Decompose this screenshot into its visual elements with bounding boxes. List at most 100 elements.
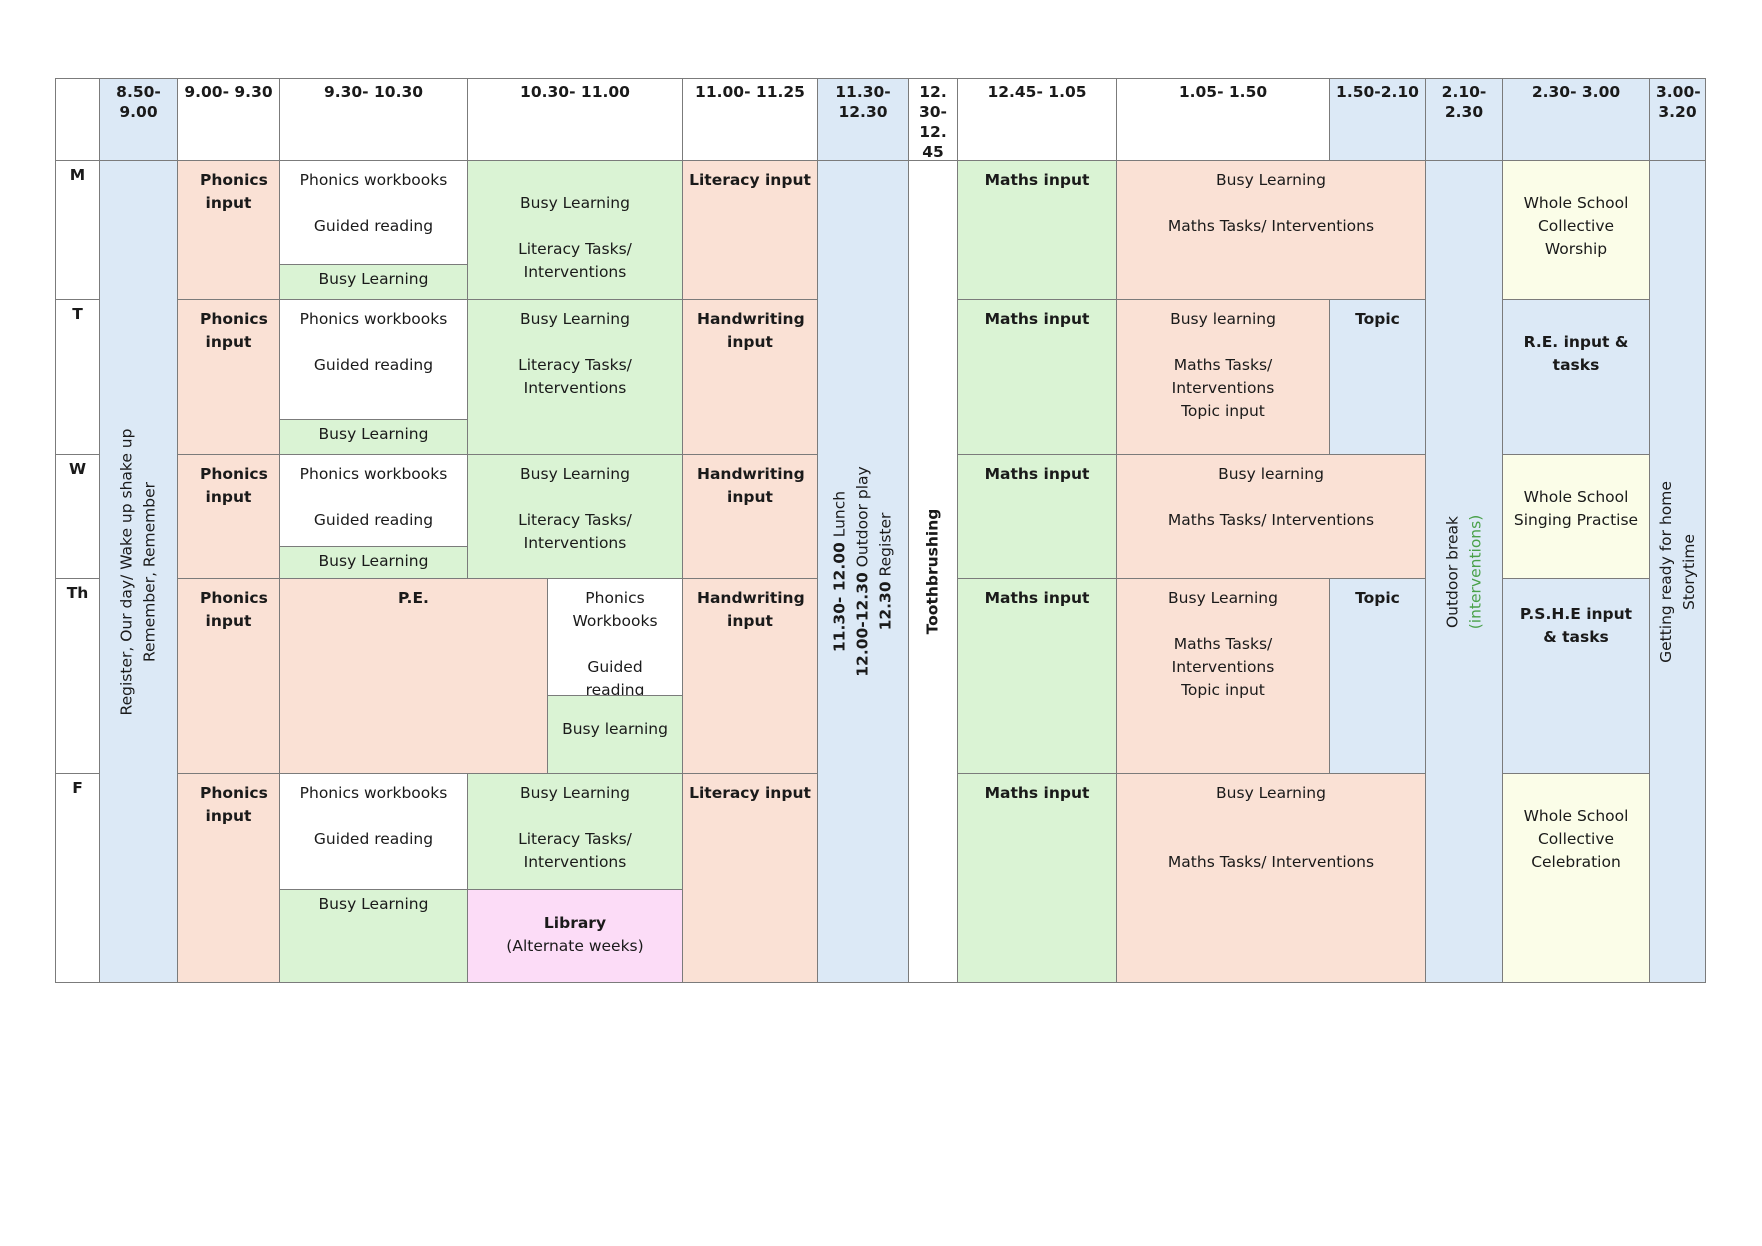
fri-literacy-tasks: Busy Learning Literacy Tasks/ Interventi…: [467, 773, 683, 890]
tue-handwriting-input: Handwriting input: [682, 299, 818, 455]
thu-handwriting-input: Handwriting input: [682, 578, 818, 774]
thu-phonics-input: Phonics input: [177, 578, 280, 774]
header-time-10: 1.50-2.10: [1329, 78, 1426, 161]
wed-phonics-workbooks: Phonics workbooks Guided reading: [279, 454, 468, 547]
header-time-11: 2.10- 2.30: [1425, 78, 1503, 161]
toothbrushing-column: Toothbrushing: [908, 160, 958, 983]
header-corner: [55, 78, 100, 161]
busy-learning-text: Busy Learning: [1216, 784, 1326, 802]
library-text: Library: [543, 914, 607, 932]
lunch-time: 11.30- 12.00: [830, 542, 849, 653]
thu-pshe-input: P.S.H.E input & tasks: [1502, 578, 1650, 774]
busy-learning-text: Busy Learning: [1216, 171, 1326, 189]
phonics-workbooks-text: Phonics Workbooks: [572, 589, 658, 630]
day-label-friday: F: [55, 773, 100, 983]
busy-learning-text: Busy Learning: [520, 310, 630, 328]
literacy-tasks-text: Literacy Tasks/ Interventions: [518, 356, 632, 397]
busy-learning-text: Busy learning: [1170, 310, 1276, 328]
fri-phonics-workbooks: Phonics workbooks Guided reading: [279, 773, 468, 890]
wed-phonics-input: Phonics input: [177, 454, 280, 579]
tue-topic: Topic: [1329, 299, 1426, 455]
wed-busy-learning-am: Busy Learning: [279, 546, 468, 579]
getting-ready-label: Getting ready for home: [1656, 480, 1675, 663]
literacy-tasks-text: Literacy Tasks/ Interventions: [518, 830, 632, 871]
phonics-workbooks-text: Phonics workbooks: [299, 784, 448, 802]
wed-singing-practise: Whole School Singing Practise: [1502, 454, 1650, 579]
thu-phonics-workbooks: Phonics Workbooks Guided reading: [547, 578, 683, 699]
guided-reading-text: Guided reading: [313, 356, 434, 374]
maths-tasks-text: Maths Tasks/ Interventions: [1167, 853, 1375, 871]
fri-busy-learning-am: Busy Learning: [279, 889, 468, 983]
guided-reading-text: Guided reading: [313, 511, 434, 529]
tue-busy-learning-am: Busy Learning: [279, 419, 468, 455]
topic-input-text: Topic input: [1181, 402, 1265, 420]
wed-literacy-tasks: Busy Learning Literacy Tasks/ Interventi…: [467, 454, 683, 579]
maths-tasks-text: Maths Tasks/ Interventions: [1171, 356, 1275, 397]
busy-learning-text: Busy learning: [1218, 465, 1324, 483]
guided-reading-text: Guided reading: [313, 217, 434, 235]
lunch-column: 11.30- 12.00 Lunch 12.00-12.30 Outdoor p…: [817, 160, 909, 983]
wed-maths-input: Maths input: [957, 454, 1117, 579]
wed-handwriting-input: Handwriting input: [682, 454, 818, 579]
mon-collective-worship: Whole School Collective Worship: [1502, 160, 1650, 300]
fri-collective-celebration: Whole School Collective Celebration: [1502, 773, 1650, 983]
topic-input-text: Topic input: [1181, 681, 1265, 699]
busy-learning-text: Busy Learning: [520, 194, 630, 212]
tue-maths-input: Maths input: [957, 299, 1117, 455]
day-label-monday: M: [55, 160, 100, 300]
home-column: Getting ready for home Storytime: [1649, 160, 1706, 983]
mon-maths-input: Maths input: [957, 160, 1117, 300]
outdoor-play-time: 12.00-12.30: [853, 572, 872, 677]
alternate-weeks-text: (Alternate weeks): [506, 937, 644, 955]
header-time-8: 12.45- 1.05: [957, 78, 1117, 161]
tue-maths-tasks: Busy learning Maths Tasks/ Interventions…: [1116, 299, 1330, 455]
tue-literacy-tasks: Busy Learning Literacy Tasks/ Interventi…: [467, 299, 683, 455]
mon-phonics-workbooks: Phonics workbooks Guided reading: [279, 160, 468, 265]
header-time-12: 2.30- 3.00: [1502, 78, 1650, 161]
mon-busy-learning-am: Busy Learning: [279, 264, 468, 300]
outdoor-break-label: Outdoor break: [1443, 515, 1462, 628]
guided-reading-text: Guided reading: [585, 658, 645, 699]
thu-maths-tasks: Busy Learning Maths Tasks/ Interventions…: [1116, 578, 1330, 774]
header-time-2: 9.00- 9.30: [177, 78, 280, 161]
header-time-5: 11.00- 11.25: [682, 78, 818, 161]
register-column: Register, Our day/ Wake up shake up Reme…: [99, 160, 178, 983]
tue-phonics-workbooks: Phonics workbooks Guided reading: [279, 299, 468, 420]
header-time-7: 12.30- 12.45: [908, 78, 958, 161]
header-time-13: 3.00- 3.20: [1649, 78, 1706, 161]
register-after-lunch-label: Register: [876, 512, 895, 582]
maths-tasks-text: Maths Tasks/ Interventions: [1167, 217, 1375, 235]
thu-busy-learning-am: Busy learning: [547, 695, 683, 774]
header-time-4: 10.30- 11.00: [467, 78, 683, 161]
thu-pe: P.E.: [279, 578, 548, 774]
mon-literacy-tasks: Busy Learning Literacy Tasks/ Interventi…: [467, 160, 683, 300]
literacy-tasks-text: Literacy Tasks/ Interventions: [518, 511, 632, 552]
mon-literacy-input: Literacy input: [682, 160, 818, 300]
mon-phonics-input: Phonics input: [177, 160, 280, 300]
storytime-label: Storytime: [1679, 533, 1698, 610]
outdoor-break-column: Outdoor break (interventions): [1425, 160, 1503, 983]
lunch-label: Lunch: [830, 490, 849, 543]
day-label-tuesday: T: [55, 299, 100, 455]
outdoor-play-label: Outdoor play: [853, 466, 872, 573]
phonics-workbooks-text: Phonics workbooks: [299, 310, 448, 328]
fri-phonics-input: Phonics input: [177, 773, 280, 983]
interventions-label: (interventions): [1466, 514, 1485, 629]
busy-learning-text: Busy Learning: [520, 465, 630, 483]
header-time-1: 8.50- 9.00: [99, 78, 178, 161]
toothbrushing-label: Toothbrushing: [923, 508, 942, 635]
header-time-9: 1.05- 1.50: [1116, 78, 1330, 161]
phonics-workbooks-text: Phonics workbooks: [299, 465, 448, 483]
wed-maths-tasks: Busy learning Maths Tasks/ Interventions: [1116, 454, 1426, 579]
thu-topic: Topic: [1329, 578, 1426, 774]
fri-maths-tasks: Busy Learning Maths Tasks/ Interventions: [1116, 773, 1426, 983]
maths-tasks-text: Maths Tasks/ Interventions: [1167, 511, 1375, 529]
header-time-6: 11.30- 12.30: [817, 78, 909, 161]
literacy-tasks-text: Literacy Tasks/ Interventions: [518, 240, 632, 281]
fri-literacy-input: Literacy input: [682, 773, 818, 983]
fri-library: Library (Alternate weeks): [467, 889, 683, 983]
fri-maths-input: Maths input: [957, 773, 1117, 983]
register-time: 12.30: [876, 581, 895, 631]
phonics-workbooks-text: Phonics workbooks: [299, 171, 448, 189]
busy-learning-text: Busy Learning: [520, 784, 630, 802]
